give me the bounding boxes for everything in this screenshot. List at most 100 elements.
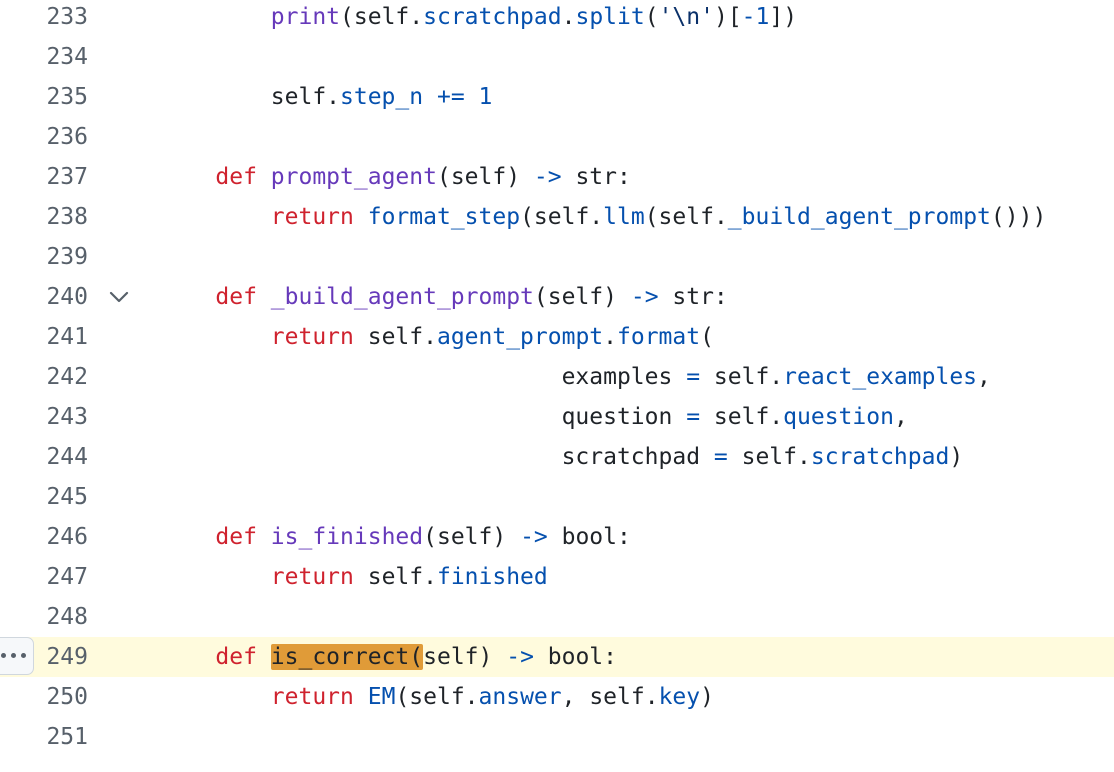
code-token: key xyxy=(658,684,701,710)
line-number[interactable]: 246 xyxy=(46,524,88,550)
code-token xyxy=(160,284,215,310)
code-token: format xyxy=(617,324,701,350)
code-token xyxy=(423,84,437,110)
line-options-button[interactable] xyxy=(0,637,34,675)
code-token: EM xyxy=(367,684,396,710)
code-token: (self) xyxy=(436,164,534,190)
code-line: 242 examples = self.react_examples, xyxy=(0,357,1114,397)
code-token: self. xyxy=(353,564,437,590)
line-number[interactable]: 247 xyxy=(46,564,88,590)
code-token: def xyxy=(215,164,257,190)
code-token xyxy=(257,644,271,670)
code-token: react_examples xyxy=(783,364,978,390)
code-token: = xyxy=(686,404,701,430)
code-token: answer xyxy=(478,684,562,710)
code-line: 237 def prompt_agent(self) -> str: xyxy=(0,157,1114,197)
code-token: (self. xyxy=(340,4,424,30)
code-token: ( xyxy=(644,4,659,30)
code-token xyxy=(257,524,271,550)
code-token xyxy=(160,324,271,350)
line-number[interactable]: 233 xyxy=(46,4,88,30)
code-token: 1 xyxy=(478,84,493,110)
line-number[interactable]: 243 xyxy=(46,404,88,430)
code-text: scratchpad = self.scratchpad) xyxy=(160,437,964,477)
line-number[interactable]: 237 xyxy=(46,164,88,190)
code-token xyxy=(160,4,271,30)
code-token: -1 xyxy=(741,4,770,30)
code-text: def is_correct(self) -> bool: xyxy=(160,637,617,677)
code-token: += xyxy=(436,84,465,110)
line-number[interactable]: 238 xyxy=(46,204,88,230)
code-text: def _build_agent_prompt(self) -> str: xyxy=(160,277,727,317)
code-line: 246 def is_finished(self) -> bool: xyxy=(0,517,1114,557)
code-line: 238 return format_step(self.llm(self._bu… xyxy=(0,197,1114,237)
line-number[interactable]: 236 xyxy=(46,124,88,150)
code-line: 244 scratchpad = self.scratchpad) xyxy=(0,437,1114,477)
line-number[interactable]: 245 xyxy=(46,484,88,510)
code-token xyxy=(160,524,215,550)
code-token: return xyxy=(270,684,354,710)
search-match: is_correct( xyxy=(270,644,424,670)
code-line: 233 print(self.scratchpad.split('\n')[-1… xyxy=(0,0,1114,37)
code-token xyxy=(160,684,271,710)
code-token xyxy=(160,644,215,670)
code-token: step_n xyxy=(340,84,424,110)
code-token: self. xyxy=(727,444,811,470)
code-line: 243 question = self.question, xyxy=(0,397,1114,437)
code-token: llm xyxy=(603,204,645,230)
code-token: def xyxy=(215,524,257,550)
code-token: split xyxy=(575,4,645,30)
code-token: ) xyxy=(700,684,714,710)
code-token xyxy=(257,164,271,190)
code-text: self.step_n += 1 xyxy=(160,77,493,117)
code-token: ( xyxy=(700,324,714,350)
line-number[interactable]: 250 xyxy=(46,684,88,710)
code-token: (self) xyxy=(423,524,521,550)
code-token: (self. xyxy=(644,204,728,230)
code-token: print xyxy=(270,4,341,30)
code-line-highlighted: 249 def is_correct(self) -> bool: xyxy=(0,637,1114,677)
code-token: ) xyxy=(949,444,964,470)
line-number[interactable]: 249 xyxy=(46,644,88,670)
code-token: . xyxy=(603,324,617,350)
code-token: examples xyxy=(160,364,687,390)
line-number[interactable]: 239 xyxy=(46,244,88,270)
code-token: -> xyxy=(630,284,659,310)
code-line: 236 xyxy=(0,117,1114,157)
code-token: -> xyxy=(506,644,534,670)
code-token: bool: xyxy=(547,524,631,550)
code-token xyxy=(160,204,271,230)
chevron-down-icon[interactable] xyxy=(108,290,130,304)
code-token: = xyxy=(713,444,728,470)
code-text: return self.agent_prompt.format( xyxy=(160,317,714,357)
code-token xyxy=(257,284,271,310)
code-token: self. xyxy=(353,324,437,350)
code-token: finished xyxy=(436,564,548,590)
code-text: return EM(self.answer, self.key) xyxy=(160,677,714,717)
code-text: def is_finished(self) -> bool: xyxy=(160,517,631,557)
code-token: = xyxy=(686,364,701,390)
code-token: _build_agent_prompt xyxy=(727,204,991,230)
code-token xyxy=(354,204,368,230)
code-token: str: xyxy=(561,164,631,190)
code-token: -> xyxy=(533,164,562,190)
line-number[interactable]: 244 xyxy=(46,444,88,470)
line-number[interactable]: 242 xyxy=(46,364,88,390)
code-token: '\n' xyxy=(658,4,714,30)
code-text: examples = self.react_examples, xyxy=(160,357,991,397)
code-line: 234 xyxy=(0,37,1114,77)
line-number[interactable]: 240 xyxy=(46,284,88,310)
code-line: 247 return self.finished xyxy=(0,557,1114,597)
line-number[interactable]: 234 xyxy=(46,44,88,70)
code-token: is_finished xyxy=(270,524,424,550)
code-token: scratchpad xyxy=(810,444,950,470)
code-token: question xyxy=(160,404,687,430)
code-token: . xyxy=(561,4,576,30)
line-number[interactable]: 251 xyxy=(46,724,88,750)
code-line: 248 xyxy=(0,597,1114,637)
line-number[interactable]: 235 xyxy=(46,84,88,110)
code-token: ]) xyxy=(769,4,798,30)
code-line: 240 def _build_agent_prompt(self) -> str… xyxy=(0,277,1114,317)
line-number[interactable]: 241 xyxy=(46,324,88,350)
line-number[interactable]: 248 xyxy=(46,604,88,630)
